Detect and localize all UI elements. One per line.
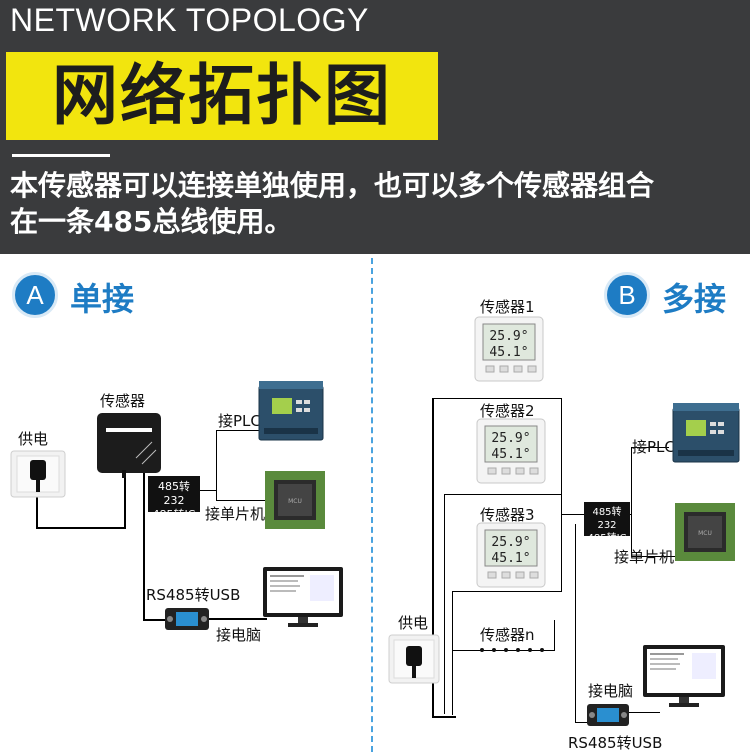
english-title: NETWORK TOPOLOGY [10, 2, 369, 38]
multi-usb-label: RS485转USB [568, 734, 663, 752]
wire [575, 524, 576, 722]
desc-line-2: 在一条485总线使用。 [10, 205, 293, 238]
svg-text:MCU: MCU [288, 498, 302, 505]
sensor-3-temp: 25.9° [491, 535, 530, 550]
header-underline [12, 154, 110, 157]
wire [36, 490, 38, 528]
wire [444, 494, 445, 714]
sensor-2-temp: 25.9° [491, 431, 530, 446]
multi-converter-label-1: 485转232 [592, 507, 622, 531]
sensor-n-label: 传感器n [480, 626, 535, 644]
multi-plc-label: 接PLC [632, 438, 675, 456]
power-outlet-icon [10, 450, 66, 498]
usb-converter-icon [165, 608, 209, 630]
multi-mcu-board-icon: MCU [675, 503, 735, 561]
mcu-label: 接单片机 [205, 505, 266, 523]
wire [628, 514, 632, 515]
header-banner: NETWORK TOPOLOGY 网络拓扑图 本传感器可以连接单独使用，也可以多… [0, 0, 750, 254]
wire [432, 398, 562, 399]
plc-label: 接PLC [218, 412, 261, 430]
power-label: 供电 [18, 430, 49, 448]
wire [36, 527, 126, 529]
sensor-1-temp: 25.9° [489, 329, 528, 344]
wire [452, 591, 453, 715]
pc-label: 接电脑 [216, 626, 262, 644]
wire [143, 619, 165, 621]
wire [432, 398, 434, 716]
multi-computer-monitor-icon [643, 645, 725, 707]
badge-a: A [12, 272, 58, 318]
wire [561, 398, 562, 592]
sensor-3-device-icon: 25.9° 45.1° [476, 522, 546, 588]
wire [209, 618, 267, 620]
sensor-2-device-icon: 25.9° 45.1° [476, 418, 546, 484]
converter-label-1: 485转232 [158, 480, 190, 507]
wire [444, 494, 562, 495]
desc-line-1: 本传感器可以连接单独使用，也可以多个传感器组合 [10, 169, 655, 202]
wire [143, 470, 145, 620]
chinese-title: 网络拓扑图 [6, 52, 438, 140]
converter-box: 485转232 485转IC [148, 476, 200, 521]
multi-plc-device-icon [672, 403, 740, 463]
wire [216, 430, 217, 501]
wire [452, 591, 562, 592]
multi-pc-label: 接电脑 [588, 682, 634, 700]
wire [216, 430, 264, 431]
section-divider [371, 258, 373, 752]
sensor-2-label: 传感器2 [480, 402, 535, 420]
converter-label-2: 485转IC [152, 508, 196, 521]
sensor-1-device-icon: 25.9° 45.1° [474, 316, 544, 382]
wire [124, 470, 126, 528]
wire [631, 447, 669, 448]
wire [575, 722, 587, 723]
wire [452, 650, 554, 651]
header-description: 本传感器可以连接单独使用，也可以多个传感器组合 在一条485总线使用。 [10, 168, 750, 240]
sensor-3-hum: 45.1° [491, 551, 530, 566]
multi-power-outlet-icon [388, 634, 440, 684]
multi-power-label: 供电 [398, 614, 429, 632]
sensor-1-label: 传感器1 [480, 298, 535, 316]
multi-converter-box: 485转232 485转IC [584, 502, 630, 544]
multi-mcu-label: 接单片机 [614, 548, 675, 566]
wire [199, 490, 217, 491]
svg-text:MCU: MCU [698, 530, 712, 537]
wire [631, 447, 632, 557]
badge-b: B [604, 272, 650, 318]
wire [432, 716, 456, 718]
sensor-label: 传感器 [100, 392, 146, 410]
plc-device-icon [258, 381, 324, 441]
wire [626, 712, 660, 713]
wire [562, 514, 584, 515]
sensor-1-hum: 45.1° [489, 345, 528, 360]
sensor-3-label: 传感器3 [480, 506, 535, 524]
wire [554, 620, 555, 651]
computer-monitor-icon [263, 567, 343, 627]
multi-usb-converter-icon [587, 704, 629, 726]
mcu-board-icon: MCU [265, 471, 325, 529]
sensor-device-icon [97, 413, 161, 478]
single-title: 单接 [70, 280, 135, 318]
multi-converter-label-2: 485转IC [587, 533, 627, 544]
multi-title: 多接 [662, 280, 727, 318]
ellipsis-dots-icon [480, 648, 544, 652]
usb-label: RS485转USB [146, 586, 241, 604]
wire [216, 500, 266, 501]
wire [631, 556, 675, 557]
sensor-2-hum: 45.1° [491, 447, 530, 462]
